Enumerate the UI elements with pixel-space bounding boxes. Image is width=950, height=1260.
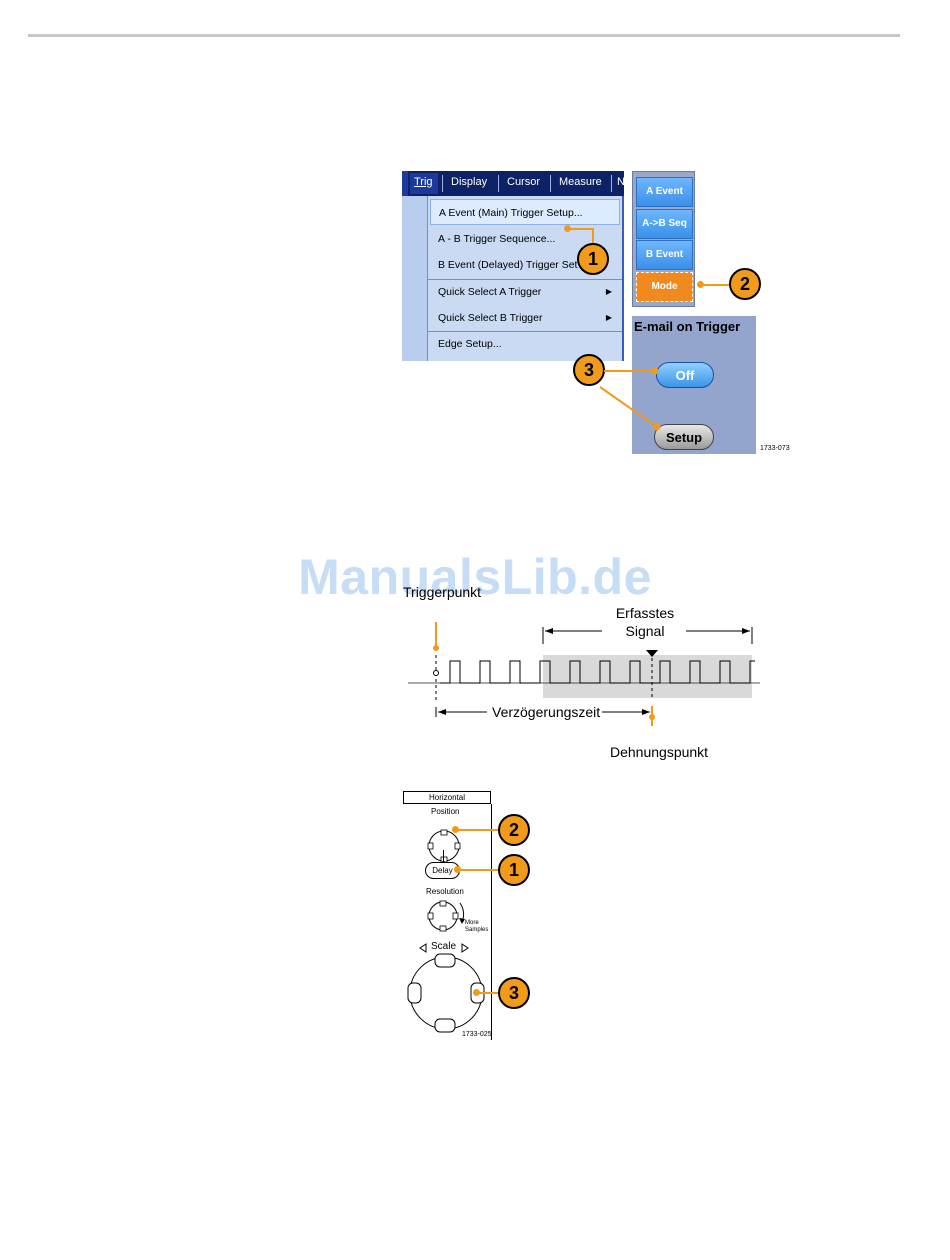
menu-cursor[interactable]: Cursor bbox=[507, 176, 541, 188]
b-event-button[interactable]: B Event bbox=[636, 240, 693, 270]
menu-rail bbox=[402, 196, 428, 361]
knob-connector bbox=[443, 850, 444, 862]
position-label: Position bbox=[431, 807, 460, 816]
expansion-point-label: Dehnungspunkt bbox=[610, 744, 709, 760]
delay-time-label: Verzögerungszeit bbox=[492, 704, 601, 720]
menu-separator bbox=[550, 175, 551, 192]
position-knob[interactable] bbox=[427, 829, 461, 863]
resolution-label: Resolution bbox=[426, 887, 464, 896]
menu-divider bbox=[428, 331, 622, 332]
mode-button[interactable]: Mode bbox=[636, 272, 693, 302]
callout-3-bottom: 3 bbox=[498, 977, 530, 1009]
callout-2: 2 bbox=[729, 268, 761, 300]
callout-3-leader bbox=[476, 992, 499, 994]
more-samples-label: More Samples bbox=[465, 920, 489, 933]
scale-label: Scale bbox=[431, 941, 457, 952]
menu-divider bbox=[428, 279, 622, 280]
callout-3-leaders bbox=[599, 367, 661, 431]
callout-1-leader bbox=[457, 869, 499, 871]
submenu-arrow-icon: ▶ bbox=[605, 287, 612, 296]
timing-diagram bbox=[408, 622, 760, 726]
email-panel-title: E-mail on Trigger bbox=[634, 319, 741, 334]
ab-seq-button[interactable]: A->B Seq bbox=[636, 209, 693, 239]
menu-separator bbox=[611, 175, 612, 192]
side-button-panel: A Event A->B Seq B Event Mode bbox=[632, 171, 695, 307]
menu-overflow[interactable]: N bbox=[617, 176, 625, 188]
callout-1: 1 bbox=[577, 243, 609, 275]
horizontal-panel-title: Horizontal bbox=[403, 791, 491, 804]
menu-item-edge-setup[interactable]: Edge Setup... bbox=[438, 338, 502, 350]
delay-button[interactable]: Delay bbox=[425, 862, 460, 879]
menu-separator bbox=[498, 175, 499, 192]
menu-item-quick-select-a[interactable]: Quick Select A Trigger▶ bbox=[430, 279, 620, 305]
horizontal-controls bbox=[407, 829, 485, 1033]
email-setup-button[interactable]: Setup bbox=[654, 424, 714, 450]
watermark: ManualsLib.de bbox=[298, 549, 652, 605]
captured-signal-label-1: Erfasstes bbox=[615, 605, 675, 621]
menu-bar: Trig Display Cursor Measure N bbox=[402, 171, 625, 196]
a-event-button[interactable]: A Event bbox=[636, 177, 693, 207]
trigger-point-label: Triggerpunkt bbox=[403, 584, 482, 600]
scale-right-arrow-icon bbox=[461, 943, 469, 953]
menu-separator bbox=[442, 175, 443, 192]
menu-item-a-event-setup[interactable]: A Event (Main) Trigger Setup... bbox=[430, 199, 620, 225]
email-off-button[interactable]: Off bbox=[656, 362, 714, 388]
resolution-knob[interactable] bbox=[427, 900, 459, 932]
figure-number-bottom: 1733-025 bbox=[462, 1031, 492, 1038]
menu-item-b-event-setup[interactable]: B Event (Delayed) Trigger Set bbox=[438, 259, 578, 271]
menu-trig-highlight bbox=[410, 173, 438, 194]
menu-bar-edge bbox=[402, 171, 408, 196]
menu-trig[interactable]: Trig bbox=[414, 176, 433, 188]
callout-2-leader bbox=[455, 829, 499, 831]
top-rule bbox=[28, 34, 900, 37]
submenu-arrow-icon: ▶ bbox=[605, 313, 612, 322]
menu-item-ab-sequence[interactable]: A - B Trigger Sequence... bbox=[438, 233, 556, 245]
menu-item-quick-select-b[interactable]: Quick Select B Trigger▶ bbox=[430, 305, 620, 331]
callout-2-leader bbox=[700, 284, 730, 286]
captured-signal-label-2: Signal bbox=[625, 623, 665, 639]
menu-display[interactable]: Display bbox=[451, 176, 488, 188]
trigger-dropdown-menu: A Event (Main) Trigger Setup... A - B Tr… bbox=[402, 196, 624, 361]
email-on-trigger-panel: E-mail on Trigger Off Setup bbox=[632, 316, 756, 454]
callout-2-bottom: 2 bbox=[498, 814, 530, 846]
scale-left-arrow-icon bbox=[419, 943, 427, 953]
callout-1-bottom: 1 bbox=[498, 854, 530, 886]
callout-1-leader bbox=[592, 228, 594, 244]
callout-1-leader bbox=[567, 228, 593, 230]
menu-measure[interactable]: Measure bbox=[559, 176, 602, 188]
figure-number-top: 1733-073 bbox=[760, 445, 790, 452]
panel-border bbox=[491, 804, 492, 1040]
